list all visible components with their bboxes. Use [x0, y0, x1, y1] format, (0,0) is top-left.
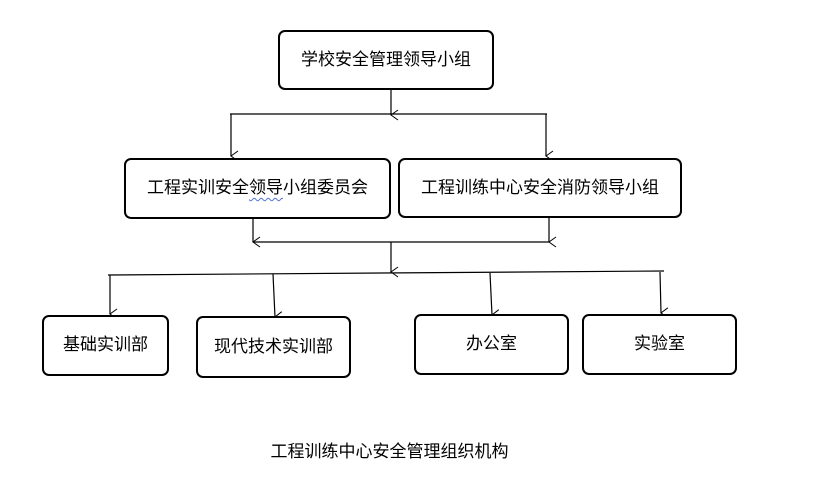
spellcheck-underlined-text: 领导: [249, 178, 283, 198]
node-label: 现代技术实训部: [214, 336, 333, 357]
node-basic-training-dept: 基础实训部: [42, 315, 169, 376]
node-label: 基础实训部: [63, 335, 148, 355]
node-school-safety-leadership: 学校安全管理领导小组: [278, 30, 494, 90]
node-label: 办公室: [466, 334, 517, 354]
node-label-part: 小组委员会: [283, 178, 368, 198]
node-fire-safety-leadership: 工程训练中心安全消防领导小组: [398, 158, 682, 218]
connector-to-b4: [659, 271, 669, 319]
connector-to-b2: [272, 273, 283, 323]
diagram-caption: 工程训练中心安全管理组织机构: [270, 442, 509, 462]
node-label: 工程训练中心安全消防领导小组: [421, 177, 659, 198]
node-label: 学校安全管理领导小组: [301, 49, 471, 70]
node-label-part: 工程实训安全: [147, 178, 249, 198]
node-modern-tech-training-dept: 现代技术实训部: [196, 316, 351, 378]
node-office: 办公室: [414, 314, 569, 375]
node-label: 工程实训安全领导小组委员会: [147, 180, 368, 197]
node-training-safety-committee: 工程实训安全领导小组委员会: [124, 158, 391, 219]
node-label: 实验室: [634, 334, 685, 354]
node-laboratory: 实验室: [582, 314, 737, 375]
connector-branch-3: [107, 270, 665, 276]
connector-to-b3: [489, 272, 500, 321]
